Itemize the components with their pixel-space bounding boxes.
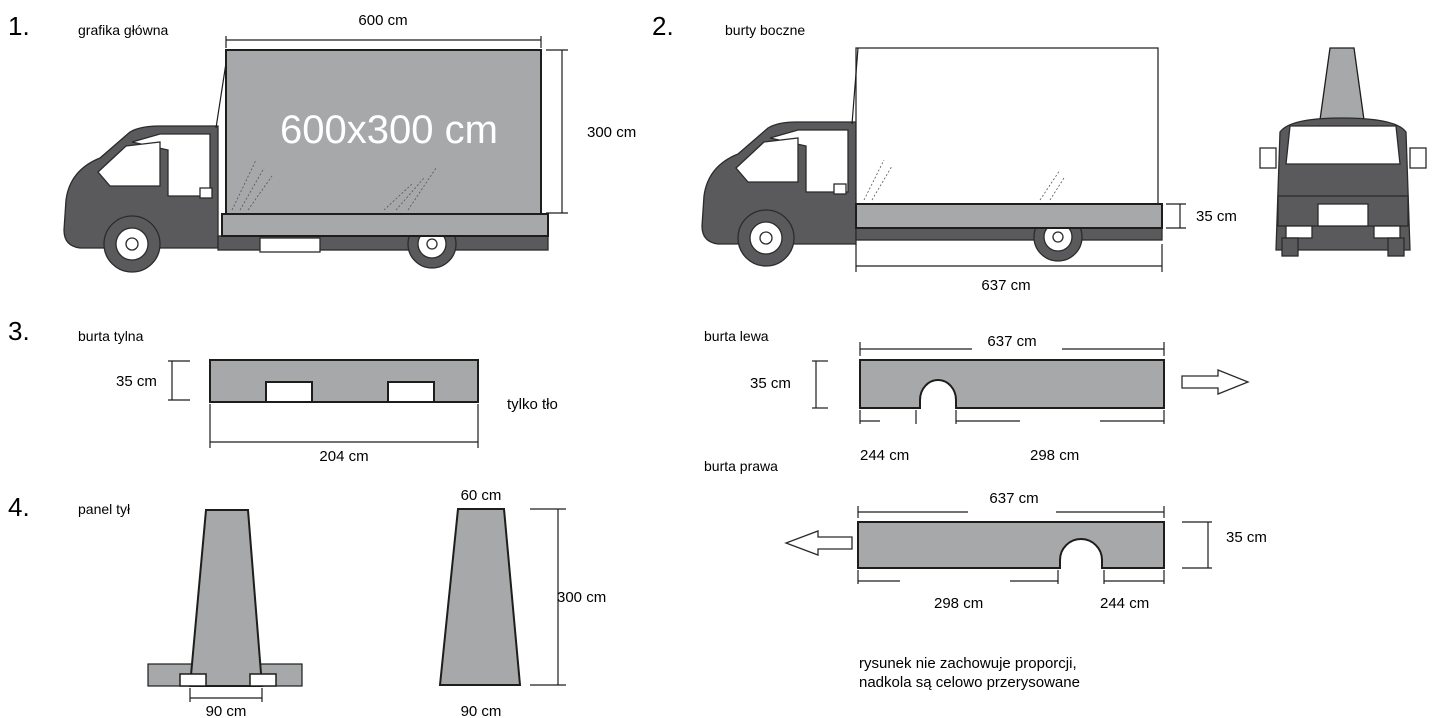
left-side-panel <box>859 359 1165 409</box>
right-rear-label: 298 cm <box>934 595 983 612</box>
section-1-title: grafika główna <box>78 22 168 38</box>
right-front-label: 244 cm <box>1100 595 1149 612</box>
back-panel-a-dimension <box>189 688 263 702</box>
footnote-line-2: nadkola są celowo przerysowane <box>859 674 1080 691</box>
main-height-label: 300 cm <box>587 124 636 141</box>
back-panel-flat <box>438 508 522 686</box>
side-height-dimension <box>1166 203 1186 229</box>
section-3-number: 3. <box>8 316 30 346</box>
rear-panel <box>209 359 479 403</box>
section-1-number: 1. <box>8 11 30 41</box>
side-length-label: 637 cm <box>981 277 1030 294</box>
side-length-dimension <box>855 244 1163 272</box>
left-side-title: burta lewa <box>704 328 769 344</box>
back-panel-height-dimension <box>530 508 566 686</box>
rear-panel-note: tylko tło <box>507 396 558 413</box>
footnote-line-1: rysunek nie zachowuje proporcji, <box>859 655 1077 672</box>
back-panel-cutout-right <box>249 673 277 687</box>
rear-panel-dimensions <box>168 360 479 448</box>
side-panel-strip <box>855 203 1163 229</box>
right-side-title: burta prawa <box>704 458 778 474</box>
main-width-label: 600 cm <box>358 12 407 29</box>
main-side-skirt <box>221 213 549 237</box>
right-height-label: 35 cm <box>1226 529 1267 546</box>
back-panel-b-bottom-label: 90 cm <box>461 703 502 718</box>
back-panel-mounted <box>188 509 264 687</box>
left-height-label: 35 cm <box>750 375 791 392</box>
main-panel-hatching <box>231 159 437 211</box>
back-panel-a-bottom-label: 90 cm <box>206 703 247 718</box>
truck-front-illustration <box>1259 47 1427 257</box>
left-front-label: 244 cm <box>860 447 909 464</box>
right-side-panel <box>857 521 1165 569</box>
rear-panel-cutout-left <box>265 381 313 403</box>
rear-panel-cutout-right <box>387 381 435 403</box>
section-4-number: 4. <box>8 492 30 522</box>
section-2-title: burty boczne <box>725 22 805 38</box>
main-height-dimension <box>546 49 568 214</box>
back-panel-top-label: 60 cm <box>461 487 502 504</box>
rear-width-label: 204 cm <box>319 448 368 465</box>
section-3-title: burta tylna <box>78 328 144 344</box>
truck-side-illustration <box>701 47 1163 267</box>
back-panel-height-label: 300 cm <box>557 589 606 606</box>
left-length-label: 637 cm <box>987 333 1036 350</box>
right-side-dimensions <box>857 506 1212 584</box>
side-height-label: 35 cm <box>1196 208 1237 225</box>
main-width-dimension <box>225 36 542 48</box>
rear-height-label: 35 cm <box>116 373 157 390</box>
arrow-left-icon <box>784 530 853 556</box>
section-4-title: panel tył <box>78 501 131 517</box>
right-length-label: 637 cm <box>989 490 1038 507</box>
main-graphic-size-label: 600x300 cm <box>280 108 498 152</box>
arrow-right-icon <box>1181 369 1250 395</box>
left-rear-label: 298 cm <box>1030 447 1079 464</box>
left-side-dimensions <box>812 342 1165 424</box>
back-panel-cutout-left <box>179 673 207 687</box>
section-2-number: 2. <box>652 11 674 41</box>
